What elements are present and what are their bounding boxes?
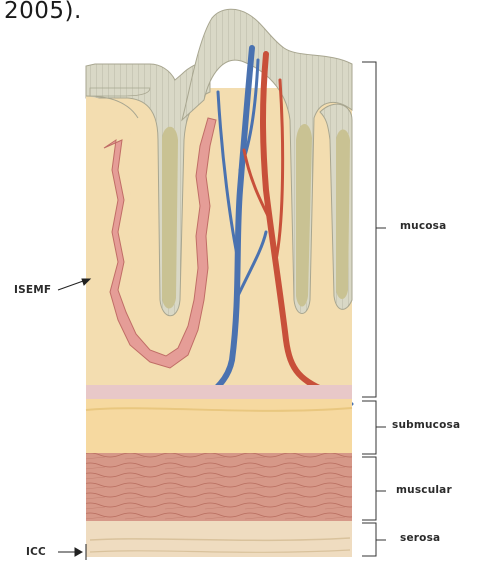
isemf-arrow [58,280,86,290]
bracket-mucosa [362,62,376,397]
bracket-submucosa [362,401,376,454]
label-serosa: serosa [400,532,440,544]
layer-brackets [362,62,386,556]
label-icc: ICC [26,546,46,558]
label-mucosa: mucosa [400,220,446,232]
label-submucosa: submucosa [392,419,460,431]
bracket-muscular [362,457,376,520]
bracket-serosa [362,523,376,556]
pointer-arrows [58,279,90,560]
label-muscular: muscular [396,484,452,496]
muscular-layer [86,453,352,521]
serosa-layer [86,521,352,557]
label-isemf: ISEMF [14,284,51,296]
submucosa-layer [86,385,352,453]
